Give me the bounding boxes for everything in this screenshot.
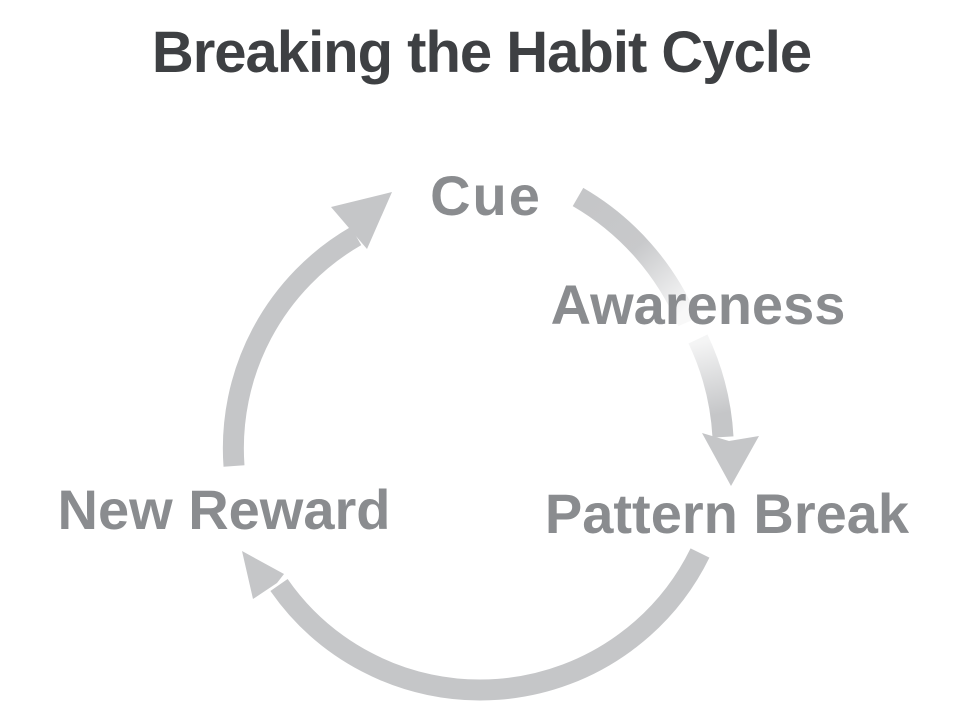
step-label-new-reward: New Reward bbox=[57, 478, 391, 541]
arrow-arc-new-reward-to-cue bbox=[222, 226, 362, 467]
diagram-title: Breaking the Habit Cycle bbox=[151, 20, 812, 85]
step-label-cue: Cue bbox=[430, 164, 542, 227]
step-label-pattern-break: Pattern Break bbox=[544, 482, 910, 545]
arrow-arc-pattern-break-to-new-reward bbox=[270, 548, 710, 701]
arrow-arc-cue-to-awareness bbox=[572, 187, 698, 327]
arrowhead-up-right-icon bbox=[331, 192, 392, 249]
arrow-arc-awareness-to-pattern-break bbox=[688, 334, 734, 438]
arrowhead-up-left-icon bbox=[242, 551, 284, 599]
step-label-awareness: Awareness bbox=[550, 273, 846, 336]
arrowhead-down-icon bbox=[702, 433, 759, 486]
